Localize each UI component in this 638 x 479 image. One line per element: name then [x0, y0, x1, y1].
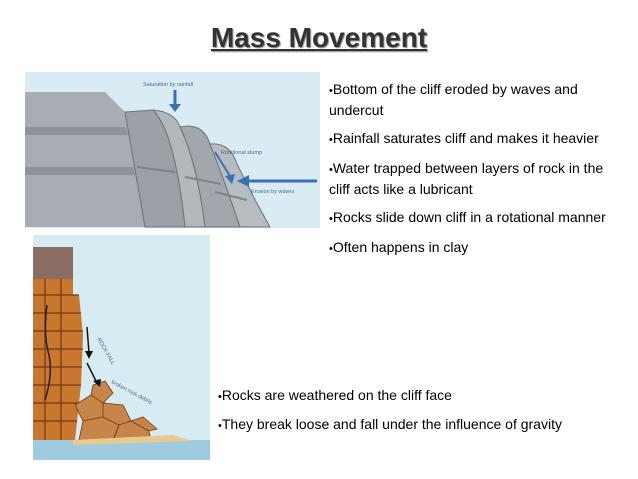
slump-arrow: [214, 151, 235, 184]
bullet-item: They break loose and fall under the infl…: [218, 415, 633, 436]
rock-fall-diagram: ROCK FALL broken rock debris: [33, 235, 210, 460]
bullet-item: Rocks slide down cliff in a rotational m…: [329, 208, 611, 229]
rotational-slump-diagram: Saturation by rainfall Rotational slump …: [25, 72, 320, 228]
bullet-item: Bottom of the cliff eroded by waves and …: [329, 80, 611, 120]
slide-title: Mass Movement: [210, 22, 428, 53]
rainfall-arrow: [169, 90, 181, 112]
label-rotational-slump: Rotational slump: [221, 150, 262, 156]
rock-fall-arrow: [85, 326, 101, 387]
top-bullet-list: Bottom of the cliff eroded by waves and …: [329, 80, 611, 268]
bottom-bullet-list: Rocks are weathered on the cliff face Th…: [218, 386, 633, 444]
wave-erosion-arrow: [237, 175, 317, 187]
label-erosion: Erosion by waves: [251, 189, 294, 195]
bullet-item: Rocks are weathered on the cliff face: [218, 386, 633, 407]
bullet-item: Often happens in clay: [329, 238, 611, 259]
bullet-item: Water trapped between layers of rock in …: [329, 159, 611, 199]
label-saturation: Saturation by rainfall: [143, 82, 193, 88]
bullet-item: Rainfall saturates cliff and makes it he…: [329, 129, 611, 150]
